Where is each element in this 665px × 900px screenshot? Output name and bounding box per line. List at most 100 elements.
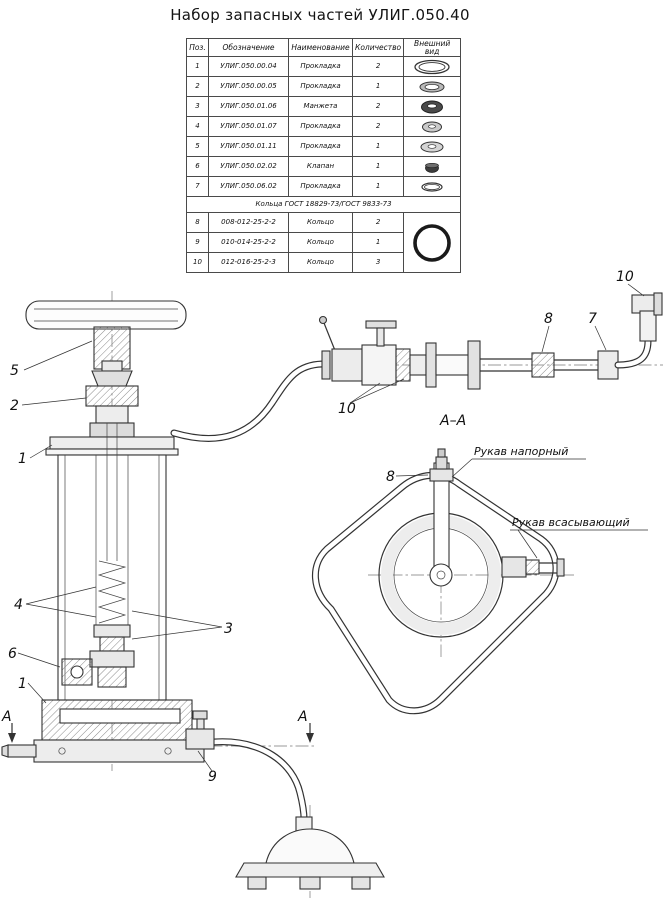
cell-designation: УЛИГ.050.02.02 <box>208 156 289 177</box>
section-arrow-right: А <box>297 709 314 743</box>
svg-text:1: 1 <box>18 676 27 692</box>
svg-text:8: 8 <box>544 311 553 327</box>
section-view-title: А–А <box>439 413 466 429</box>
svg-text:10: 10 <box>616 269 634 285</box>
cell-name: Прокладка <box>288 56 353 77</box>
cell-qty: 2 <box>351 56 405 77</box>
cell-qty: 1 <box>351 136 405 157</box>
foot-valve-bell <box>235 816 385 890</box>
section-arrow-left: А <box>1 709 16 743</box>
cell-appearance <box>403 176 462 197</box>
svg-text:7: 7 <box>588 311 597 327</box>
callout-8-reel: 8 <box>386 469 429 485</box>
valve-icon <box>425 162 440 173</box>
column-header-qty: Количество <box>351 38 405 57</box>
cell-pos: 2 <box>186 76 209 97</box>
pump-base <box>1 699 205 763</box>
cell-qty: 1 <box>351 176 405 197</box>
table-row: 2 УЛИГ.050.00.05 Прокладка 1 <box>186 76 462 97</box>
assembly-drawing: А А А–А Рукав напорный Рукав всасывающий… <box>1 269 663 898</box>
washer-icon <box>422 121 443 132</box>
svg-text:8: 8 <box>386 469 395 485</box>
cell-designation: УЛИГ.050.01.07 <box>208 116 289 137</box>
cell-designation: УЛИГ.050.00.04 <box>208 56 289 77</box>
table-row: 1 УЛИГ.050.00.04 Прокладка 2 <box>186 56 462 77</box>
svg-text:Рукав всасывающий: Рукав всасывающий <box>512 516 630 529</box>
cell-name: Кольцо <box>288 212 353 233</box>
cell-appearance <box>403 136 462 157</box>
cell-qty: 1 <box>351 76 405 97</box>
callout-9: 9 <box>197 750 217 785</box>
cell-name: Кольцо <box>288 252 353 273</box>
cell-pos: 8 <box>186 212 209 233</box>
cell-qty: 1 <box>351 232 405 253</box>
svg-text:5: 5 <box>10 363 19 379</box>
svg-text:10: 10 <box>338 401 356 417</box>
group-header: Кольца ГОСТ 18829-73/ГОСТ 9833-73 <box>185 196 462 213</box>
outlet-fitting <box>185 710 215 750</box>
cell-qty: 2 <box>351 212 405 233</box>
pressure-hose-label: Рукав напорный <box>451 445 586 478</box>
callout-5: 5 <box>10 340 93 379</box>
callout-1-upper: 1 <box>18 444 53 467</box>
callout-10-valve: 10 <box>338 378 405 417</box>
suction-pipe <box>210 738 308 827</box>
table-header-row: Поз. Обозначение Наименование Количество… <box>186 38 462 57</box>
callout-4: 4 <box>14 586 97 618</box>
cell-appearance <box>403 116 462 137</box>
cell-designation: 008-012-25-2-2 <box>208 212 289 233</box>
reel-side-fitting <box>501 556 565 578</box>
table-row: 4 УЛИГ.050.01.07 Прокладка 2 <box>186 116 462 137</box>
cell-name: Прокладка <box>288 76 353 97</box>
large-oval-gasket-icon <box>414 59 450 74</box>
callout-10-elbow: 10 <box>616 269 645 297</box>
column-header-name: Наименование <box>288 38 353 57</box>
svg-text:6: 6 <box>8 646 17 662</box>
callout-1-lower: 1 <box>18 676 47 704</box>
pump-assembly <box>1 300 215 763</box>
column-header-appearance: Внешний вид <box>403 38 462 57</box>
cell-name: Кольцо <box>288 232 353 253</box>
svg-text:2: 2 <box>10 398 19 414</box>
cell-pos: 1 <box>186 56 209 77</box>
table-row: 10 012-016-25-2-3 Кольцо 3 <box>186 252 461 273</box>
section-letter-left: А <box>1 709 12 725</box>
cell-designation: УЛИГ.050.00.05 <box>208 76 289 97</box>
svg-text:1: 1 <box>18 451 27 467</box>
suction-hose-label: Рукав всасывающий <box>510 516 648 559</box>
svg-text:9: 9 <box>208 769 217 785</box>
reel-frame <box>311 471 560 715</box>
callout-8-coupling: 8 <box>541 311 553 353</box>
cell-pos: 6 <box>186 156 209 177</box>
washer-icon <box>420 141 444 152</box>
cup-seal-icon <box>421 100 444 113</box>
piston-spring <box>97 560 127 624</box>
cell-pos: 3 <box>186 96 209 117</box>
table-row: 8 008-012-25-2-2 Кольцо 2 <box>186 212 462 273</box>
cell-designation: 010-014-25-2-2 <box>208 232 289 253</box>
cell-qty: 3 <box>351 252 405 273</box>
cell-appearance <box>403 156 462 177</box>
thin-ring-icon <box>421 181 443 192</box>
cell-name: Прокладка <box>288 116 353 137</box>
table-row: 6 УЛИГ.050.02.02 Клапан 1 <box>186 156 462 177</box>
column-header-pos: Поз. <box>186 38 209 57</box>
cell-pos: 9 <box>186 232 209 253</box>
cell-pos: 7 <box>186 176 209 197</box>
spare-parts-table: Поз. Обозначение Наименование Количество… <box>185 38 462 273</box>
section-letter-right: А <box>297 709 308 725</box>
hose-coupling <box>531 352 555 378</box>
table-group-row: Кольца ГОСТ 18829-73/ГОСТ 9833-73 <box>185 196 462 213</box>
cell-pos: 5 <box>186 136 209 157</box>
cell-qty: 2 <box>351 96 405 117</box>
small-oval-gasket-icon <box>419 81 445 92</box>
svg-text:4: 4 <box>14 597 23 613</box>
elbow-fitting <box>631 292 663 342</box>
cell-appearance <box>403 56 462 77</box>
discharge-hose <box>170 360 326 442</box>
ball-valve <box>361 320 397 386</box>
reel-top-fitting <box>429 448 454 482</box>
column-header-designation: Обозначение <box>208 38 289 57</box>
svg-text:3: 3 <box>224 621 233 637</box>
